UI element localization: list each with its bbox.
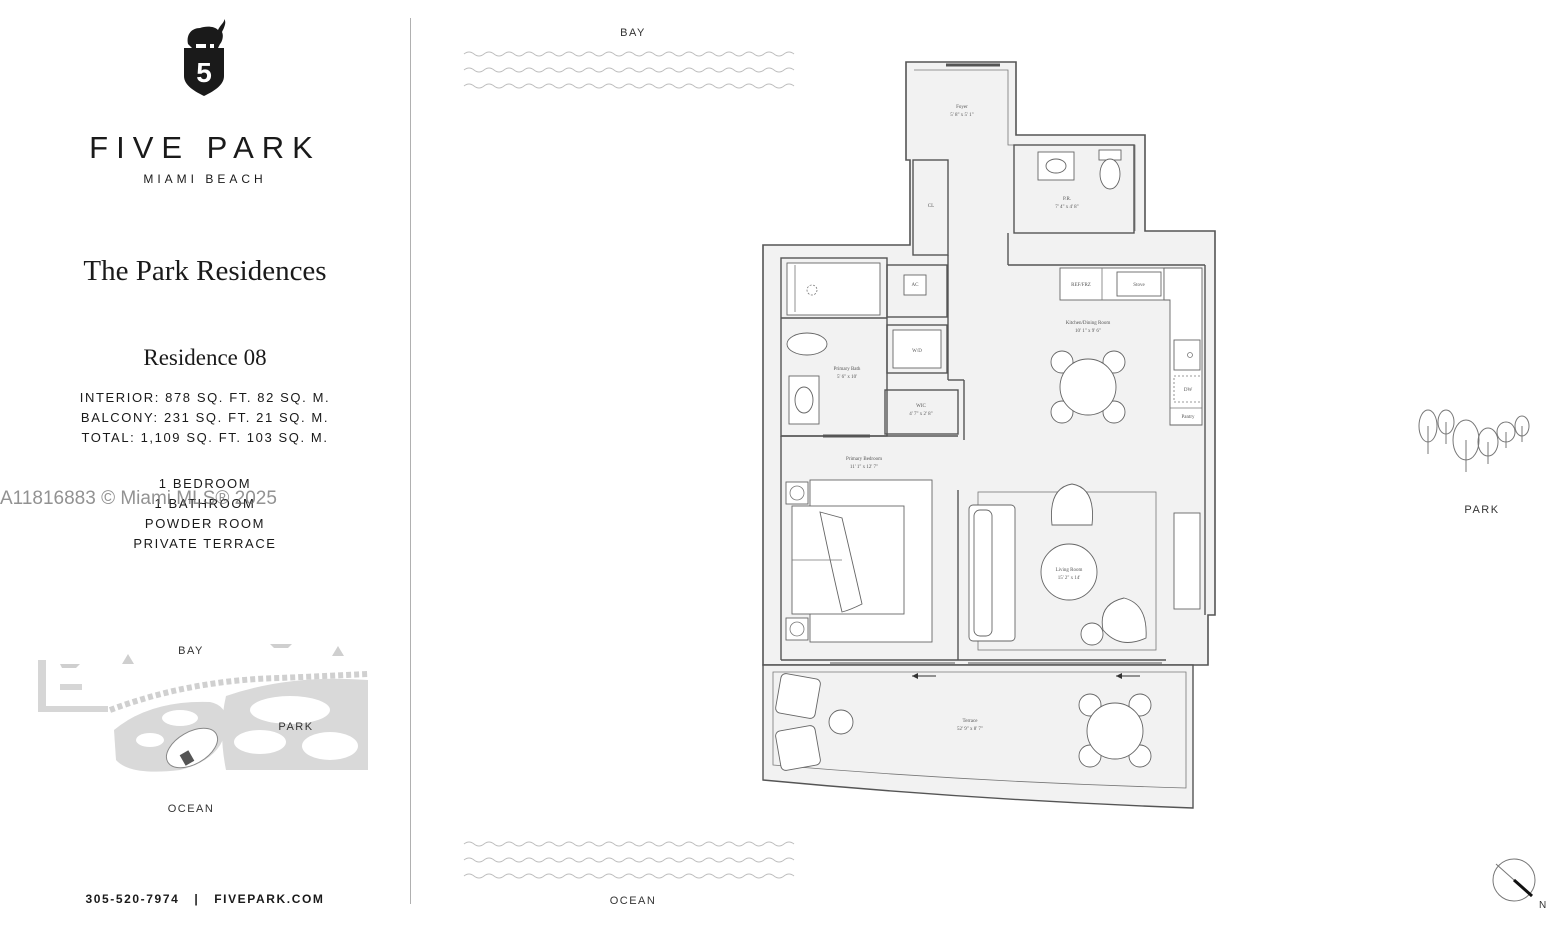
feature-item: POWDER ROOM <box>144 516 266 531</box>
room-bath-name: Primary Bath <box>834 367 861 372</box>
spec-balcony: BALCONY: 231 SQ. FT. 21 SQ. M. <box>80 410 330 425</box>
logo-letter: 5 <box>196 57 212 88</box>
plan-bay-label: BAY <box>620 27 646 39</box>
site-map-ocean-label: OCEAN <box>168 803 215 815</box>
room-kitchen-name: Kitchen/Dining Room <box>1066 321 1111 326</box>
room-terrace-dims: 52' 9" x 8' 7" <box>957 727 983 732</box>
residence-specs: INTERIOR: 878 SQ. FT. 82 SQ. M. BALCONY:… <box>30 388 380 448</box>
room-stove-name: Stove <box>1133 283 1145 288</box>
brand-location: MIAMI BEACH <box>143 172 267 186</box>
room-wic-dims: 4' 7" x 2' 8" <box>909 412 932 417</box>
feature-item: PRIVATE TERRACE <box>133 536 277 551</box>
north-label: N <box>1539 900 1546 911</box>
room-wic-name: WIC <box>916 404 926 409</box>
room-closet-name: CL <box>928 204 934 209</box>
room-bath-dims: 5' 6" x 10' <box>837 375 857 380</box>
room-living-dims: 15' 2" x 14' <box>1058 576 1081 581</box>
room-ref-name: REF/FRZ <box>1071 283 1091 288</box>
room-kitchen-dims: 10' 1" x 9' 6" <box>1075 329 1101 334</box>
room-powder-dims: 7' 4" x 4' 8" <box>1055 205 1078 210</box>
spec-total: TOTAL: 1,109 SQ. FT. 103 SQ. M. <box>81 430 329 445</box>
ocean-water-icon <box>463 841 795 879</box>
site-map-park-label: PARK <box>278 721 313 733</box>
spec-interior: INTERIOR: 878 SQ. FT. 82 SQ. M. <box>79 390 331 405</box>
phone-number[interactable]: 305-520-7974 <box>85 892 180 906</box>
panel-divider <box>410 18 411 904</box>
room-bedroom-dims: 11' 1" x 12' 7" <box>850 465 878 470</box>
site-location-map: BAY PARK OCEAN <box>38 644 369 815</box>
compass-north-icon: N <box>1492 858 1546 911</box>
collection-title: The Park Residences <box>83 255 327 287</box>
room-dw-name: DW <box>1184 388 1193 393</box>
website-link[interactable]: FIVEPARK.COM <box>214 892 325 906</box>
feature-list: 1 BEDROOM 1 BATHROOM POWDER ROOM PRIVATE… <box>30 474 380 554</box>
bay-water-icon <box>463 51 795 89</box>
residence-title: Residence 08 <box>143 345 267 370</box>
site-map-bay-label: BAY <box>178 645 204 657</box>
room-powder-name: P.R. <box>1063 197 1071 202</box>
room-wd-name: W/D <box>912 349 922 354</box>
room-ac-name: AC <box>912 283 920 288</box>
brand-logo-icon: 5 <box>184 19 226 96</box>
contact-line: 305-520-7974 | FIVEPARK.COM <box>50 892 360 906</box>
brand-name: FIVE PARK <box>89 130 321 165</box>
room-terrace-name: Terrace <box>963 719 979 724</box>
room-pantry-name: Pantry <box>1181 415 1195 420</box>
room-foyer-name: Foyer <box>956 105 968 110</box>
plan-ocean-label: OCEAN <box>609 895 657 907</box>
room-foyer-dims: 5' 8" x 5' 1" <box>950 113 973 118</box>
park-trees-icon <box>1418 409 1530 472</box>
feature-item: 1 BEDROOM <box>158 476 252 491</box>
plan-park-label: PARK <box>1464 504 1500 516</box>
room-bedroom-name: Primary Bedroom <box>846 457 882 462</box>
contact-separator: | <box>194 892 200 906</box>
room-living-name: Living Room <box>1056 568 1083 573</box>
mls-watermark: A11816883 © Miami MLS® 2025 <box>0 488 277 509</box>
feature-item: 1 BATHROOM <box>154 496 256 511</box>
floor-plan: .w{fill:none;stroke:#555;stroke-width:1.… <box>762 61 1216 809</box>
